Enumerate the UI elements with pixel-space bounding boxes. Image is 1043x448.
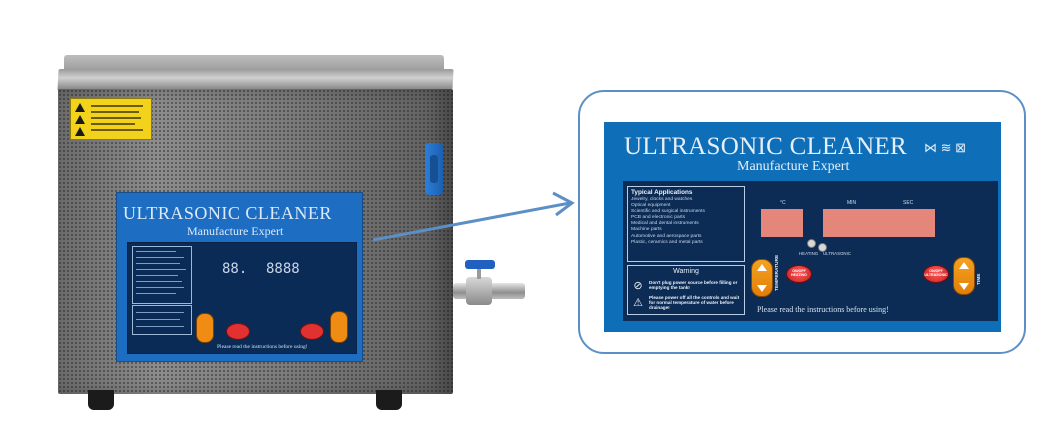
heating-toggle-button[interactable]: ON/OFF HEATING	[786, 265, 812, 283]
temperature-display: 88.	[222, 261, 248, 277]
temperature-button[interactable]	[196, 313, 214, 343]
no-plug-icon: ⊘	[633, 280, 643, 292]
panel-title: ULTRASONIC CLEANER	[123, 203, 332, 223]
applications-title: Typical Applications	[631, 189, 693, 196]
panel-footer: Please read the instructions before usin…	[757, 305, 889, 314]
ultrasonic-indicator-light	[818, 243, 827, 252]
machine-lid-top	[64, 55, 444, 71]
application-item: Machine parts	[631, 227, 662, 233]
ultrasonic-toggle-label: ON/OFF ULTRASONIC	[924, 269, 948, 278]
ultrasonic-toggle-button[interactable]	[300, 323, 324, 340]
warning-box: Warning ⊘ Don't plug power source before…	[627, 265, 745, 315]
application-item: PCB and electronic parts	[631, 215, 686, 221]
valve-lever	[465, 260, 495, 269]
panel-control-area: Typical Applications Jewelry, clocks and…	[623, 181, 998, 321]
warning-box	[132, 305, 192, 335]
caution-triangle-icon: ⚠	[633, 297, 643, 309]
time-button[interactable]	[330, 311, 348, 343]
caution-triangle-icon	[75, 127, 85, 136]
time-display: 8888	[266, 261, 300, 277]
warning-text: Please power off all the controls and wa…	[649, 295, 740, 311]
machine-foot	[376, 390, 402, 410]
control-panel-closeup: ULTRASONIC CLEANER ⋈ ≋ ⊠ Manufacture Exp…	[604, 122, 1001, 332]
drain-valve	[466, 277, 492, 305]
heating-indicator-light	[807, 239, 816, 248]
time-display	[823, 209, 935, 237]
temperature-button[interactable]	[751, 259, 773, 297]
heating-toggle-button[interactable]	[226, 323, 250, 340]
ultrasonic-toggle-button[interactable]: ON/OFF ULTRASONIC	[923, 265, 949, 283]
arrow-up-icon	[757, 264, 767, 271]
panel-subtitle: Manufacture Expert	[737, 159, 850, 174]
time-button-label: TIME	[977, 273, 982, 285]
sticker-line	[91, 117, 141, 119]
panel-title: ULTRASONIC CLEANER	[624, 133, 907, 160]
application-item: Plastic, ceramics and metal parts	[631, 239, 703, 245]
sticker-line	[91, 123, 135, 125]
sticker-line	[91, 129, 143, 131]
applications-box: Typical Applications Jewelry, clocks and…	[627, 186, 745, 262]
application-item: Medical and dental instruments	[631, 221, 699, 227]
ultrasonic-indicator-label: ULTRASONIC	[823, 251, 851, 256]
caution-triangle-icon	[75, 115, 85, 124]
panel-footer: Please read the instructions before usin…	[217, 344, 308, 350]
plus-icon	[959, 262, 969, 269]
caution-triangle-icon	[75, 103, 85, 112]
application-item: Automotive and aerospace parts	[631, 233, 702, 239]
applications-box	[132, 246, 192, 304]
warning-title: Warning	[673, 268, 699, 275]
cleaning-symbols-icon: ⋈ ≋ ⊠	[924, 140, 967, 155]
heating-indicator-label: HEATING	[799, 251, 819, 256]
application-item: Jewelry, clocks and watches	[631, 197, 693, 202]
warning-text: Don't plug power source before filling o…	[649, 280, 738, 291]
seconds-label: SEC	[903, 200, 914, 206]
temperature-display	[761, 209, 803, 237]
minus-icon	[959, 283, 969, 290]
panel-control-area: 88. 8888	[127, 242, 357, 354]
temperature-button-label: TEMPERATURE	[775, 254, 780, 291]
time-button[interactable]	[953, 257, 975, 295]
valve-stem	[477, 267, 481, 279]
panel-subtitle: Manufacture Expert	[187, 224, 284, 238]
sticker-line	[91, 105, 143, 107]
machine-control-panel: ULTRASONIC CLEANER Manufacture Expert	[116, 192, 363, 362]
application-item: Optical equipment	[631, 203, 671, 209]
arrow-down-icon	[757, 285, 767, 292]
machine-foot	[88, 390, 114, 410]
application-item: Scientific and surgical instruments	[631, 209, 705, 215]
minutes-label: MIN	[847, 200, 857, 206]
heating-toggle-label: ON/OFF HEATING	[791, 269, 807, 278]
caution-sticker	[70, 98, 152, 140]
side-handle	[425, 143, 443, 195]
ultrasonic-cleaner-machine: ULTRASONIC CLEANER Manufacture Expert	[57, 55, 525, 410]
temp-unit-label: °C	[780, 200, 786, 206]
sticker-line	[91, 111, 139, 113]
